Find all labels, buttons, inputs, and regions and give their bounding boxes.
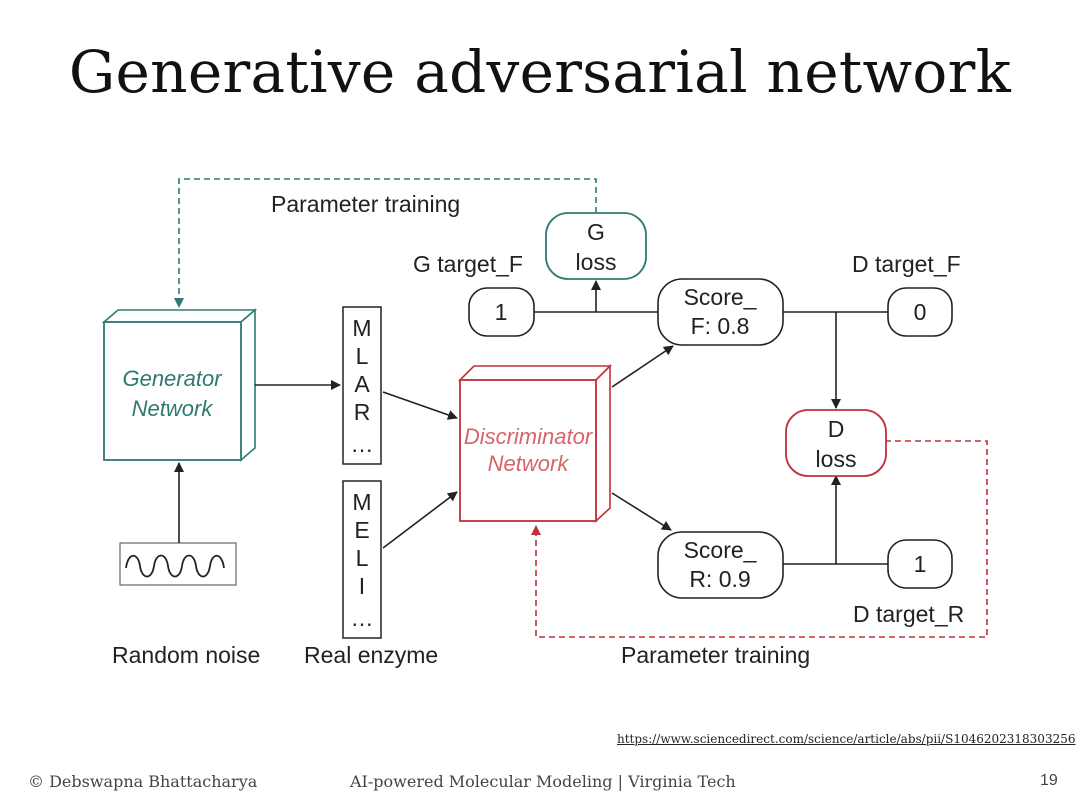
g-target-f-label: G target_F <box>413 251 523 277</box>
discriminator-to-score-r-arrow <box>611 492 672 531</box>
g-loss-line1: G <box>587 219 605 245</box>
random-noise-label: Random noise <box>112 642 260 668</box>
score-r-line2: R: 0.9 <box>689 566 750 592</box>
g-loss-line2: loss <box>576 249 617 275</box>
real-seq-char: M <box>352 489 371 515</box>
generated-to-discriminator-arrow <box>382 391 458 420</box>
discriminator-label-line1: Discriminator <box>464 424 594 449</box>
discriminator-to-score-f-arrow <box>611 345 674 388</box>
real-seq-char: … <box>351 605 374 631</box>
d-loss-line1: D <box>828 416 845 442</box>
parameter-training-bottom-label: Parameter training <box>621 642 810 668</box>
score-r-line1: Score_ <box>684 537 758 563</box>
random-noise-box <box>119 542 237 586</box>
generator-label-line1: Generator <box>122 366 223 391</box>
d-target-r-value: 1 <box>914 551 927 577</box>
real-seq-char: E <box>354 517 369 543</box>
page-number: 19 <box>1040 772 1058 789</box>
g-target-f-box: 1 <box>468 287 535 337</box>
d-target-f-box: 0 <box>887 287 953 337</box>
score-f-line2: F: 0.8 <box>691 313 750 339</box>
footer-author: © Debswapna Bhattacharya <box>28 772 258 791</box>
d-target-r-label: D target_R <box>853 601 964 627</box>
generator-label-line2: Network <box>132 396 214 421</box>
real-seq-char: I <box>359 573 365 599</box>
d-loss-line2: loss <box>816 446 857 472</box>
real-enzyme-label: Real enzyme <box>304 642 438 668</box>
g-target-f-value: 1 <box>495 299 508 325</box>
generator-network-box: Generator Network <box>101 308 258 462</box>
generated-seq-char: A <box>354 371 370 397</box>
real-to-discriminator-arrow <box>382 491 458 549</box>
discriminator-label-line2: Network <box>488 451 570 476</box>
score-f-line1: Score_ <box>684 284 758 310</box>
d-target-f-value: 0 <box>914 299 927 325</box>
real-sequence: M E L I … <box>342 480 382 639</box>
discriminator-training-loop <box>531 440 988 638</box>
score-r-box: Score_ R: 0.9 <box>657 531 784 599</box>
g-loss-box: G loss <box>545 212 647 280</box>
d-target-r-box: 1 <box>887 539 953 589</box>
real-seq-char: L <box>356 545 369 571</box>
d-target-f-label: D target_F <box>852 251 961 277</box>
discriminator-network-box: Discriminator Network <box>458 364 612 523</box>
generated-seq-char: R <box>354 399 371 425</box>
generated-sequence: M L A R … <box>342 306 382 465</box>
slide-title: Generative adversarial network <box>68 38 1012 106</box>
source-link[interactable]: https://www.sciencedirect.com/science/ar… <box>617 732 1076 746</box>
footer-course: AI-powered Molecular Modeling | Virginia… <box>350 772 736 791</box>
generator-training-loop <box>174 178 597 308</box>
d-loss-box: D loss <box>785 409 887 477</box>
generated-seq-char: M <box>352 315 371 341</box>
parameter-training-top-label: Parameter training <box>271 191 460 217</box>
noise-wave-icon <box>125 554 225 578</box>
score-f-box: Score_ F: 0.8 <box>657 278 784 346</box>
generated-seq-char: L <box>356 343 369 369</box>
generated-seq-char: … <box>351 431 374 457</box>
